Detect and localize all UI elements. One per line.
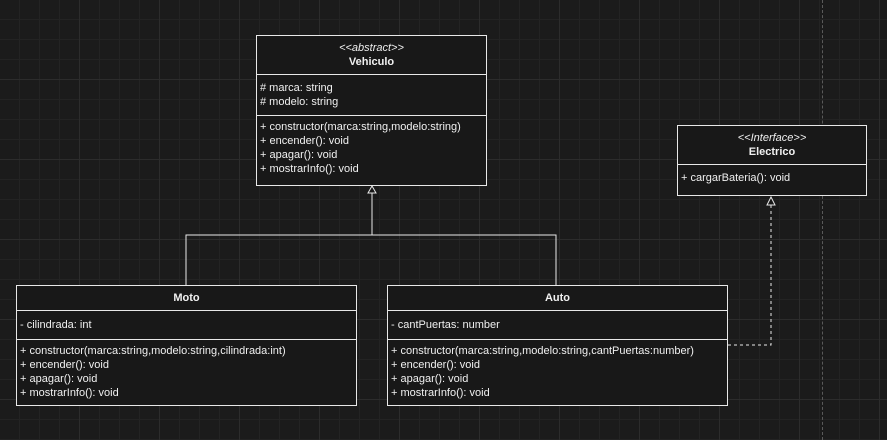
attributes-section: - cantPuertas: number (388, 311, 727, 339)
method: + cargarBateria(): void (681, 172, 791, 184)
method: + encender(): void (260, 135, 349, 147)
methods-section: + cargarBateria(): void (678, 165, 866, 189)
stereotype-label: <<Interface>> (737, 131, 807, 144)
method: + mostrarInfo(): void (260, 163, 359, 175)
attribute: - cantPuertas: number (391, 319, 500, 331)
method: + apagar(): void (20, 373, 98, 385)
class-auto[interactable]: Auto - cantPuertas: number + constructor… (387, 285, 728, 406)
class-header: Moto (17, 286, 356, 311)
class-header: <<abstract>> Vehiculo (257, 36, 486, 75)
methods-section: + constructor(marca:string,modelo:string… (257, 115, 486, 180)
class-name: Electrico (748, 145, 796, 158)
class-name: Auto (544, 292, 571, 304)
methods-section: + constructor(marca:string,modelo:string… (388, 339, 727, 404)
class-name: Vehiculo (348, 55, 395, 68)
attribute: # modelo: string (260, 96, 339, 108)
attributes-section: - cilindrada: int (17, 311, 356, 339)
realization-arrowhead (766, 195, 776, 206)
attribute: # marca: string (260, 82, 333, 94)
interface-electrico[interactable]: <<Interface>> Electrico + cargarBateria(… (677, 125, 867, 196)
method: + mostrarInfo(): void (20, 387, 119, 399)
inheritance-arrowhead (367, 184, 377, 194)
realization-line-auto-electrico[interactable] (728, 205, 772, 346)
attributes-section: # marca: string # modelo: string (257, 75, 486, 115)
methods-section: + constructor(marca:string,modelo:string… (17, 339, 356, 404)
method: + encender(): void (391, 359, 480, 371)
page-boundary (822, 0, 823, 440)
class-vehiculo[interactable]: <<abstract>> Vehiculo # marca: string # … (256, 35, 487, 186)
inheritance-line-moto[interactable] (185, 193, 373, 285)
class-header: Auto (388, 286, 727, 311)
class-header: <<Interface>> Electrico (678, 126, 866, 165)
method: + apagar(): void (391, 373, 469, 385)
class-moto[interactable]: Moto - cilindrada: int + constructor(mar… (16, 285, 357, 406)
method: + constructor(marca:string,modelo:string… (260, 121, 461, 133)
method: + constructor(marca:string,modelo:string… (20, 345, 286, 357)
inheritance-line-auto[interactable] (372, 234, 557, 285)
attribute: - cilindrada: int (20, 319, 92, 331)
method: + apagar(): void (260, 149, 338, 161)
class-name: Moto (173, 292, 200, 304)
method: + constructor(marca:string,modelo:string… (391, 345, 694, 357)
method: + encender(): void (20, 359, 109, 371)
method: + mostrarInfo(): void (391, 387, 490, 399)
stereotype-label: <<abstract>> (339, 41, 404, 54)
